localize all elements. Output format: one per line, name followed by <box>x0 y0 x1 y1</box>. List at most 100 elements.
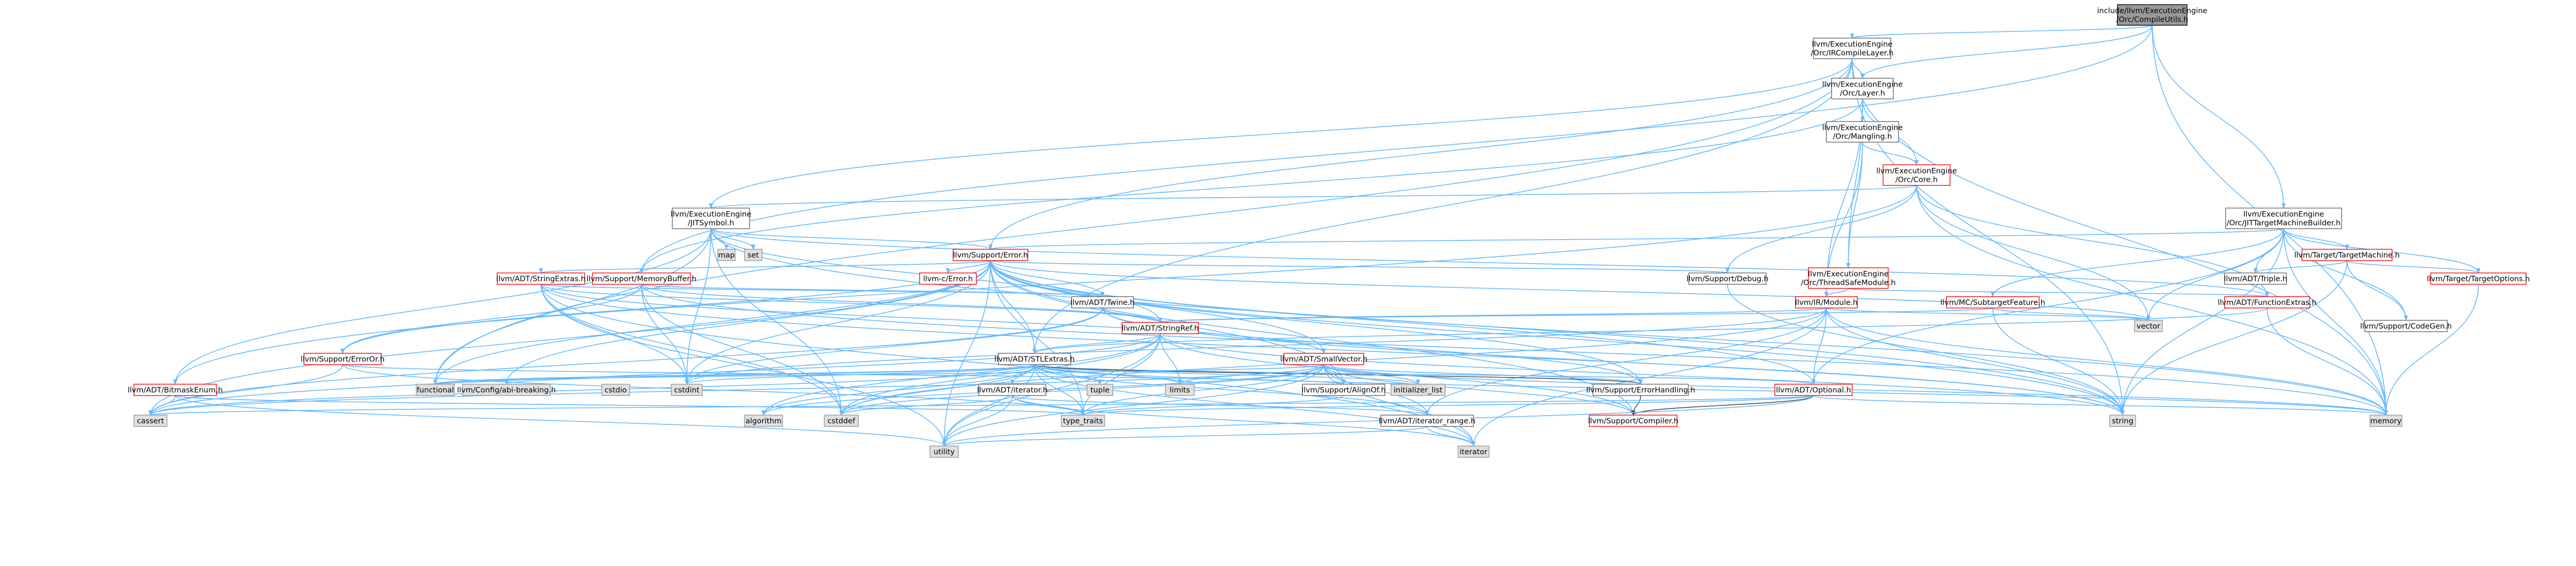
node-iterrange[interactable]: llvm/ADT/iterator_range.h <box>1379 415 1476 427</box>
edge-membuf-to-erroror <box>341 284 642 354</box>
node-cstdio[interactable]: cstdio <box>601 384 630 396</box>
node-tsmodule[interactable]: llvm/ExecutionEngine/Orc/ThreadSafeModul… <box>1801 267 1896 289</box>
edge-irmodule-to-optional <box>1811 307 1827 385</box>
edge-core-to-memory <box>1916 185 2388 416</box>
node-membuf[interactable]: llvm/Support/MemoryBuffer.h <box>586 272 697 285</box>
node-compiler[interactable]: llvm/Support/Compiler.h <box>1588 415 1679 427</box>
node-box-core <box>1883 164 1951 186</box>
edge-targetmachine-to-triple <box>2253 260 2348 273</box>
node-cstddef[interactable]: cstddef <box>824 415 859 427</box>
node-smallvector[interactable]: llvm/ADT/SmallVector.h <box>1280 353 1367 365</box>
node-map[interactable]: map <box>717 249 736 261</box>
edge-smallvector-to-initlist <box>1323 364 1420 385</box>
node-cerror[interactable]: llvm-c/Error.h <box>919 272 977 285</box>
node-cassert[interactable]: cassert <box>133 415 167 427</box>
node-stlextras[interactable]: llvm/ADT/STLExtras.h <box>994 353 1075 365</box>
node-memory[interactable]: memory <box>2369 415 2402 427</box>
node-label-functional: functional <box>417 386 454 395</box>
edge-functionextras-to-stlextras <box>1032 307 2268 354</box>
node-limits[interactable]: limits <box>1165 384 1195 396</box>
node-box-jtmb <box>2225 208 2342 229</box>
node-box-codegen <box>2364 320 2448 332</box>
node-box-initlist <box>1391 384 1446 396</box>
node-label-compiler: llvm/Support/Compiler.h <box>1588 417 1679 425</box>
node-erroror[interactable]: llvm/Support/ErrorOr.h <box>300 353 385 365</box>
node-box-limits <box>1165 384 1195 396</box>
node-box-targetmachine <box>2301 249 2393 261</box>
node-layer[interactable]: llvm/ExecutionEngine/Orc/Layer.h <box>1822 78 1903 99</box>
edge-error-to-stlextras <box>990 260 1037 354</box>
node-box-irclayer <box>1813 38 1891 59</box>
edge-membuf-to-memory <box>641 284 2388 416</box>
edge-optional-to-memory <box>1813 395 2388 416</box>
node-stringref[interactable]: llvm/ADT/StringRef.h <box>1122 322 1199 334</box>
edge-stringextras-to-cstdint <box>540 284 689 385</box>
node-label-core: /Orc/Core.h <box>1895 176 1938 184</box>
node-triple[interactable]: llvm/ADT/Triple.h <box>2224 272 2287 285</box>
edge-stringref-to-stlextras <box>1032 333 1161 354</box>
node-iterator[interactable]: iterator <box>1458 445 1489 458</box>
node-box-iterrange <box>1380 415 1474 427</box>
node-box-mangling <box>1826 121 1899 143</box>
node-utility[interactable]: utility <box>929 445 959 458</box>
node-box-algorithm <box>744 415 783 427</box>
node-mangling[interactable]: llvm/ExecutionEngine/Orc/Mangling.h <box>1822 121 1903 143</box>
edge-error-to-cerror <box>946 260 991 273</box>
node-configbreaking[interactable]: llvm/Config/abi-breaking.h <box>457 384 556 396</box>
node-typetraits[interactable]: type_traits <box>1061 415 1105 427</box>
edge-optional-to-utility <box>942 395 1814 447</box>
edge-smallvector-to-alignof <box>1323 364 1346 385</box>
edge-bitmaskenum-to-typetraits <box>175 395 1085 416</box>
node-label-initlist: initializer_list <box>1394 386 1443 395</box>
node-set[interactable]: set <box>744 249 762 261</box>
node-debug[interactable]: llvm/Support/Debug.h <box>1686 272 1769 285</box>
node-string[interactable]: string <box>2109 415 2136 427</box>
edge-jtmb-to-error <box>989 228 2284 250</box>
edge-smallvector-to-iterator <box>1323 364 1476 447</box>
node-iteratorh[interactable]: llvm/ADT/iterator.h <box>977 384 1048 396</box>
edge-jitsymbol-to-set <box>710 228 755 250</box>
node-functionextras[interactable]: llvm/ADT/FunctionExtras.h <box>2218 296 2317 308</box>
dependency-edges <box>148 25 2481 447</box>
node-box-optional <box>1774 384 1853 396</box>
edge-error-to-string <box>990 260 2125 416</box>
node-algorithm[interactable]: algorithm <box>744 415 783 427</box>
edge-subtargetfeature-to-vector <box>1992 307 2150 321</box>
edge-irmodule-to-cstdint <box>685 307 1827 385</box>
node-bitmaskenum[interactable]: llvm/ADT/BitmaskEnum.h <box>128 384 223 396</box>
edge-tsmodule-to-functionextras <box>1848 288 2269 297</box>
node-targetmachine[interactable]: llvm/Target/TargetMachine.h <box>2294 249 2400 261</box>
node-jitsymbol[interactable]: llvm/ExecutionEngine/JITSymbol.h <box>671 208 752 229</box>
node-label-subtargetfeature: llvm/MC/SubtargetFeature.h <box>1940 299 2045 307</box>
node-subtargetfeature[interactable]: llvm/MC/SubtargetFeature.h <box>1940 296 2045 308</box>
edge-root-to-irclayer <box>1850 25 2153 39</box>
edge-bitmaskenum-to-utility <box>175 395 946 447</box>
edge-irmodule-to-iterator <box>1471 307 1827 447</box>
node-irmodule[interactable]: llvm/IR/Module.h <box>1795 296 1858 308</box>
node-box-configbreaking <box>462 384 551 396</box>
node-twine[interactable]: llvm/ADT/Twine.h <box>1071 296 1135 308</box>
node-targetoptions[interactable]: llvm/Target/TargetOptions.h <box>2427 272 2530 285</box>
node-functional[interactable]: functional <box>416 384 455 396</box>
node-optional[interactable]: llvm/ADT/Optional.h <box>1774 384 1853 396</box>
node-vector[interactable]: vector <box>2134 320 2163 332</box>
node-tuple[interactable]: tuple <box>1087 384 1113 396</box>
node-error[interactable]: llvm/Support/Error.h <box>953 249 1028 261</box>
node-errorhandling[interactable]: llvm/Support/ErrorHandling.h <box>1586 384 1696 396</box>
node-irclayer[interactable]: llvm/ExecutionEngine/Orc/IRCompileLayer.… <box>1811 38 1894 59</box>
edge-stringref-to-string <box>1160 333 2125 416</box>
node-box-cstdint <box>671 384 703 396</box>
node-cstdint[interactable]: cstdint <box>671 384 703 396</box>
node-codegen[interactable]: llvm/Support/CodeGen.h <box>2360 320 2452 332</box>
node-initlist[interactable]: initializer_list <box>1391 384 1446 396</box>
node-label-tsmodule: /Orc/ThreadSafeModule.h <box>1801 279 1895 287</box>
node-box-vector <box>2134 320 2163 332</box>
node-stringextras[interactable]: llvm/ADT/StringExtras.h <box>496 272 586 285</box>
node-root[interactable]: include/llvm/ExecutionEngine/Orc/Compile… <box>2097 4 2208 26</box>
node-box-bitmaskenum <box>133 384 217 396</box>
node-alignof[interactable]: llvm/Support/AlignOf.h <box>1301 384 1386 396</box>
node-core[interactable]: llvm/ExecutionEngine/Orc/Core.h <box>1876 164 1957 186</box>
node-box-functional <box>416 384 455 396</box>
edge-stringextras-to-stringref <box>540 284 1162 323</box>
node-jtmb[interactable]: llvm/ExecutionEngine/Orc/JITTargetMachin… <box>2225 208 2342 229</box>
